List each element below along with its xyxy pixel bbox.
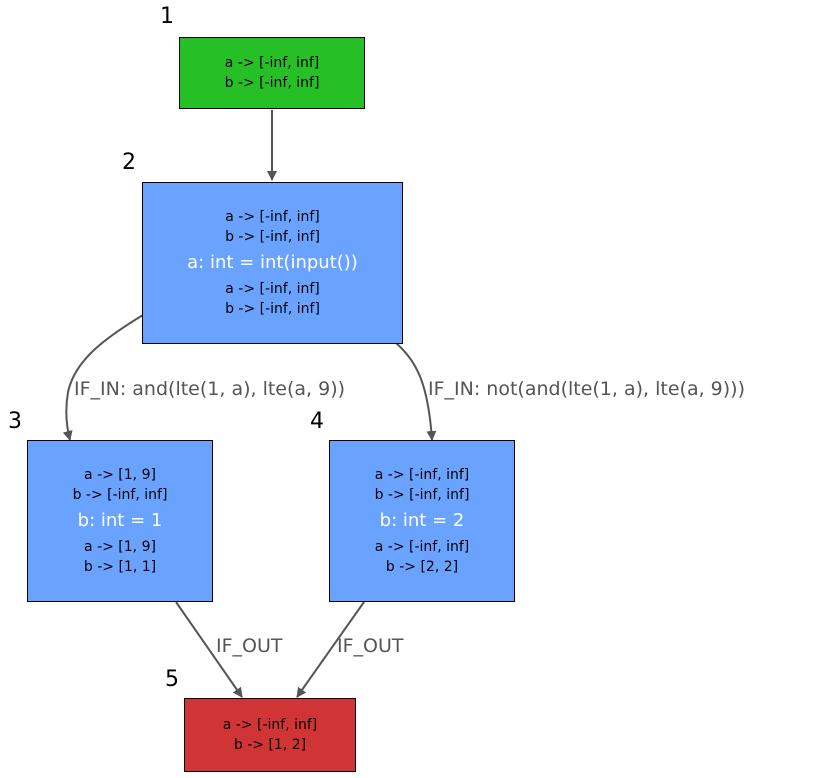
node-index: 5 <box>165 667 179 692</box>
node-index: 3 <box>8 409 22 434</box>
edge-4-5 <box>296 601 365 698</box>
node-index: 4 <box>310 409 324 434</box>
edge-label: IF_IN: and(lte(1, a), lte(a, 9)) <box>74 378 346 400</box>
state-line: a -> [-inf, inf] <box>225 281 320 297</box>
node-4: a -> [-inf, inf] b -> [-inf, inf] b: int… <box>329 440 515 602</box>
edge-label: IF_IN: not(and(lte(1, a), lte(a, 9))) <box>428 378 745 400</box>
state-line: b -> [1, 1] <box>83 559 157 575</box>
statement: b: int = 2 <box>379 510 465 531</box>
state-line: a -> [-inf, inf] <box>224 55 320 71</box>
edge-label: IF_OUT <box>337 635 404 657</box>
node-1: a -> [-inf, inf] b -> [-inf, inf] <box>179 37 365 109</box>
state-line: a -> [1, 9] <box>84 467 156 483</box>
node-5: a -> [-inf, inf] b -> [1, 2] <box>184 698 356 772</box>
state-line: a -> [-inf, inf] <box>374 539 470 555</box>
state-line: b -> [-inf, inf] <box>225 301 320 317</box>
statement: a: int = int(input()) <box>187 252 358 273</box>
edge-label: IF_OUT <box>216 635 283 657</box>
node-index: 2 <box>122 150 136 175</box>
state-line: a -> [-inf, inf] <box>225 209 320 225</box>
node-index: 1 <box>160 4 174 29</box>
state-line: a -> [1, 9] <box>84 539 156 555</box>
state-line: b -> [-inf, inf] <box>374 487 470 503</box>
node-2: a -> [-inf, inf] b -> [-inf, inf] a: int… <box>142 182 403 344</box>
edge-2-3 <box>62 314 144 441</box>
state-line: b -> [1, 2] <box>233 737 307 753</box>
statement: b: int = 1 <box>77 510 163 531</box>
state-line: b -> [-inf, inf] <box>224 75 320 91</box>
edge-3-5 <box>175 601 243 698</box>
state-line: b -> [-inf, inf] <box>72 487 168 503</box>
edge-2-4 <box>394 341 437 441</box>
state-line: a -> [-inf, inf] <box>374 467 470 483</box>
state-line: b -> [-inf, inf] <box>225 229 320 245</box>
node-3: a -> [1, 9] b -> [-inf, inf] b: int = 1 … <box>27 440 213 602</box>
state-line: b -> [2, 2] <box>385 559 459 575</box>
state-line: a -> [-inf, inf] <box>222 717 318 733</box>
